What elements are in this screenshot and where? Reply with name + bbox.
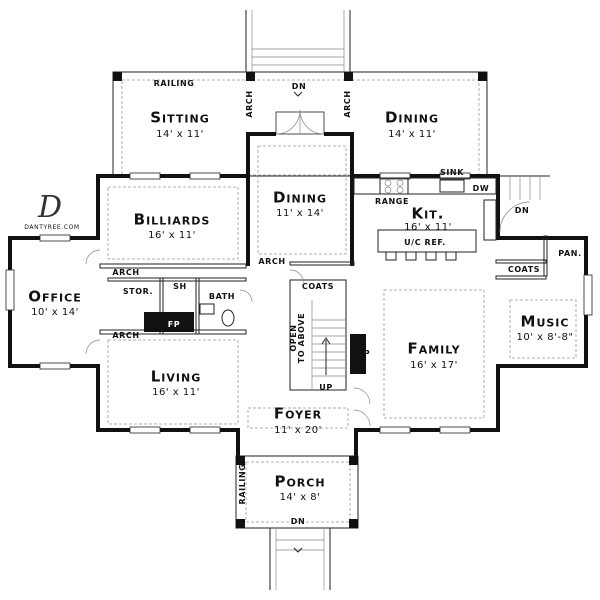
label-dw: DW: [472, 184, 490, 193]
room-office-dim: 10' x 14': [31, 307, 79, 318]
label-arch-right-top: ARCH: [343, 90, 352, 118]
label-coats-mid: COATS: [301, 282, 335, 291]
room-living-name: Living: [150, 367, 202, 386]
room-foyer-name: Foyer: [273, 404, 323, 423]
room-foyer-dim: 11' x 20': [274, 425, 322, 436]
label-open-to-above: OPEN TO ABOVE: [289, 312, 306, 364]
room-music-dim: 10' x 8'-8": [516, 332, 574, 343]
room-dining-mid-name: Dining: [272, 188, 328, 207]
brand-url: DANTYREE.COM: [24, 224, 80, 231]
label-railing-porch: RAILING: [238, 463, 247, 505]
room-office-name: Office: [28, 287, 82, 306]
windows: [5, 172, 593, 434]
label-fireplace-right: FP: [357, 349, 371, 358]
label-up: UP: [319, 383, 333, 392]
label-dn-right: DN: [514, 206, 530, 215]
label-shower: SH: [173, 282, 187, 291]
label-arch-office-top: ARCH: [112, 268, 140, 277]
room-music-name: Music: [520, 312, 570, 331]
room-billiards-dim: 16' x 11': [148, 230, 196, 241]
bath-fixtures: [199, 303, 235, 327]
label-arch-left-top: ARCH: [245, 90, 254, 118]
label-fireplace-left: FP: [167, 320, 181, 329]
top-stairs: [245, 10, 351, 97]
label-pantry: PAN.: [558, 249, 582, 258]
label-coats-right: COATS: [507, 265, 541, 274]
label-dn-bottom: DN: [290, 517, 306, 526]
room-kitchen-name: Kit.: [411, 204, 445, 223]
room-sitting-dim: 14' x 11': [156, 129, 204, 140]
label-railing-top: RAILING: [153, 79, 195, 88]
room-porch-name: Porch: [274, 472, 326, 491]
label-range: RANGE: [374, 197, 410, 206]
room-family-name: Family: [407, 339, 461, 358]
rear-porch: [112, 71, 488, 177]
interior-walls: [99, 145, 577, 429]
room-family-dim: 16' x 17': [410, 360, 458, 371]
room-dining-mid-dim: 11' x 14': [276, 208, 324, 219]
room-living-dim: 16' x 11': [152, 387, 200, 398]
front-porch: [235, 455, 359, 590]
label-dn-top: DN: [291, 82, 307, 91]
label-bath: BATH: [208, 292, 236, 301]
brand-logo: D: [38, 190, 63, 225]
door-swings: [85, 249, 371, 427]
label-arch-mid: ARCH: [258, 257, 286, 266]
room-dining-top-name: Dining: [384, 108, 440, 127]
label-uc-ref: U/C REF.: [404, 238, 446, 247]
room-sitting-name: Sitting: [150, 108, 210, 127]
side-stairs: [499, 175, 550, 233]
room-dining-top-dim: 14' x 11': [388, 129, 436, 140]
label-storage: STOR.: [122, 287, 154, 296]
main-stair: [289, 279, 347, 391]
room-kitchen-dim: 16' x 11': [404, 222, 452, 233]
kitchen-fixtures: [353, 177, 497, 261]
room-billiards-name: Billiards: [133, 210, 211, 229]
label-arch-office-bottom: ARCH: [112, 331, 140, 340]
room-porch-dim: 14' x 8': [279, 492, 321, 503]
label-sink: SINK: [439, 168, 465, 177]
